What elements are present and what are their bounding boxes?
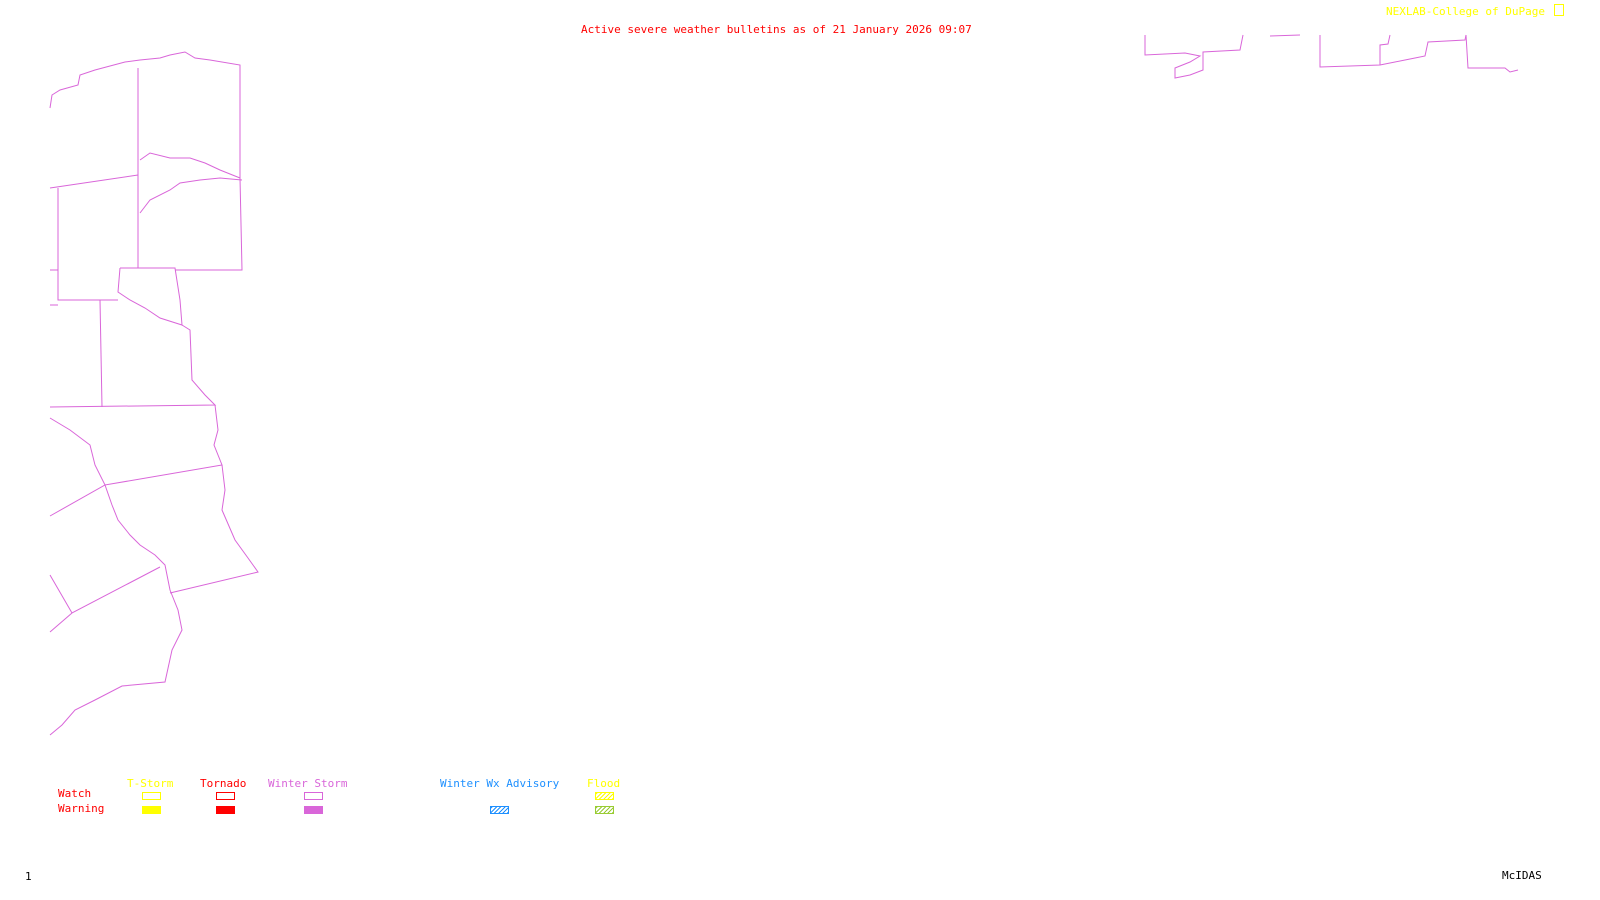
state-border — [49, 566, 161, 614]
winter-storm-watch-swatch — [304, 792, 323, 800]
state-border — [1319, 34, 1467, 68]
state-border — [50, 269, 58, 306]
state-border — [49, 484, 183, 736]
legend-tornado-label: Tornado — [200, 777, 247, 790]
legend-tstorm-label: T-Storm — [127, 777, 174, 790]
state-border — [139, 177, 243, 214]
state-border — [99, 299, 103, 408]
state-border — [49, 51, 241, 178]
flood-warning-swatch — [595, 806, 614, 814]
state-border — [1144, 34, 1244, 79]
state-border — [49, 612, 73, 633]
winter-storm-warning-swatch — [304, 806, 323, 814]
legend-winter-adv-label: Winter Wx Advisory — [440, 777, 560, 790]
state-border — [49, 174, 139, 189]
winter-adv-swatch — [490, 806, 509, 814]
flood-watch-swatch — [595, 792, 614, 800]
tstorm-warning-swatch — [142, 806, 161, 814]
state-border — [1269, 34, 1301, 37]
tstorm-watch-swatch — [142, 792, 161, 800]
tornado-watch-swatch — [216, 792, 235, 800]
page-title: Active severe weather bulletins as of 21… — [581, 23, 972, 36]
state-border — [49, 324, 217, 408]
state-border — [139, 152, 243, 271]
legend-winter-storm-label: Winter Storm — [268, 777, 348, 790]
state-border — [57, 188, 118, 301]
corner-logo-icon — [1554, 4, 1564, 16]
state-border — [49, 404, 223, 486]
legend-warning-label: Warning — [58, 802, 105, 815]
credit-text: NEXLAB-College of DuPage — [1386, 5, 1545, 18]
tornado-warning-swatch — [216, 806, 235, 814]
software-label: McIDAS — [1502, 869, 1542, 882]
state-border — [117, 267, 183, 326]
legend-watch-label: Watch — [58, 787, 92, 800]
frame-number: 1 — [25, 870, 32, 883]
state-border — [1465, 34, 1519, 73]
state-border — [169, 464, 259, 594]
legend-flood-label: Flood — [587, 777, 621, 790]
